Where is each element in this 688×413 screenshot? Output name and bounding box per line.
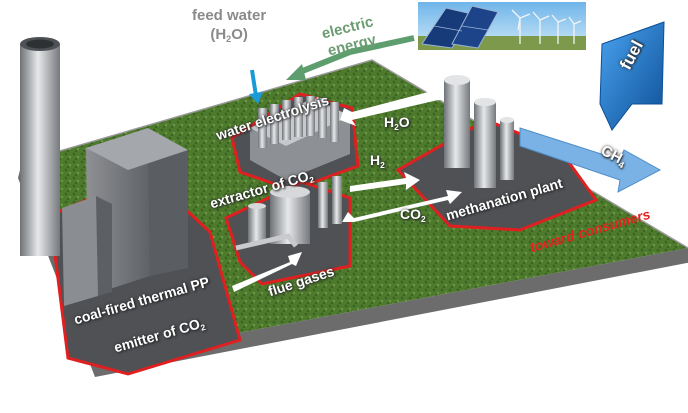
renewables-inset	[418, 2, 586, 50]
methanation-columns	[444, 75, 514, 188]
chimney-icon	[20, 37, 60, 256]
process-arrows	[232, 90, 462, 292]
feed-water-label: feed water (H2O)	[192, 7, 267, 44]
co2-extractor	[235, 176, 342, 251]
coal-power-plant	[20, 37, 188, 306]
fuel-arrow	[599, 21, 665, 131]
h2-label: H2	[370, 152, 385, 170]
co2-label: CO2	[400, 206, 426, 224]
electrolysis-units	[250, 96, 350, 180]
solar-panel-icon	[421, 5, 499, 49]
h2o-label: H2O	[384, 114, 410, 132]
electric-energy-arrow	[298, 35, 415, 75]
ch4-arrow	[519, 127, 662, 193]
wind-turbine-icon	[511, 9, 582, 44]
feed-water-arrow	[250, 69, 258, 97]
